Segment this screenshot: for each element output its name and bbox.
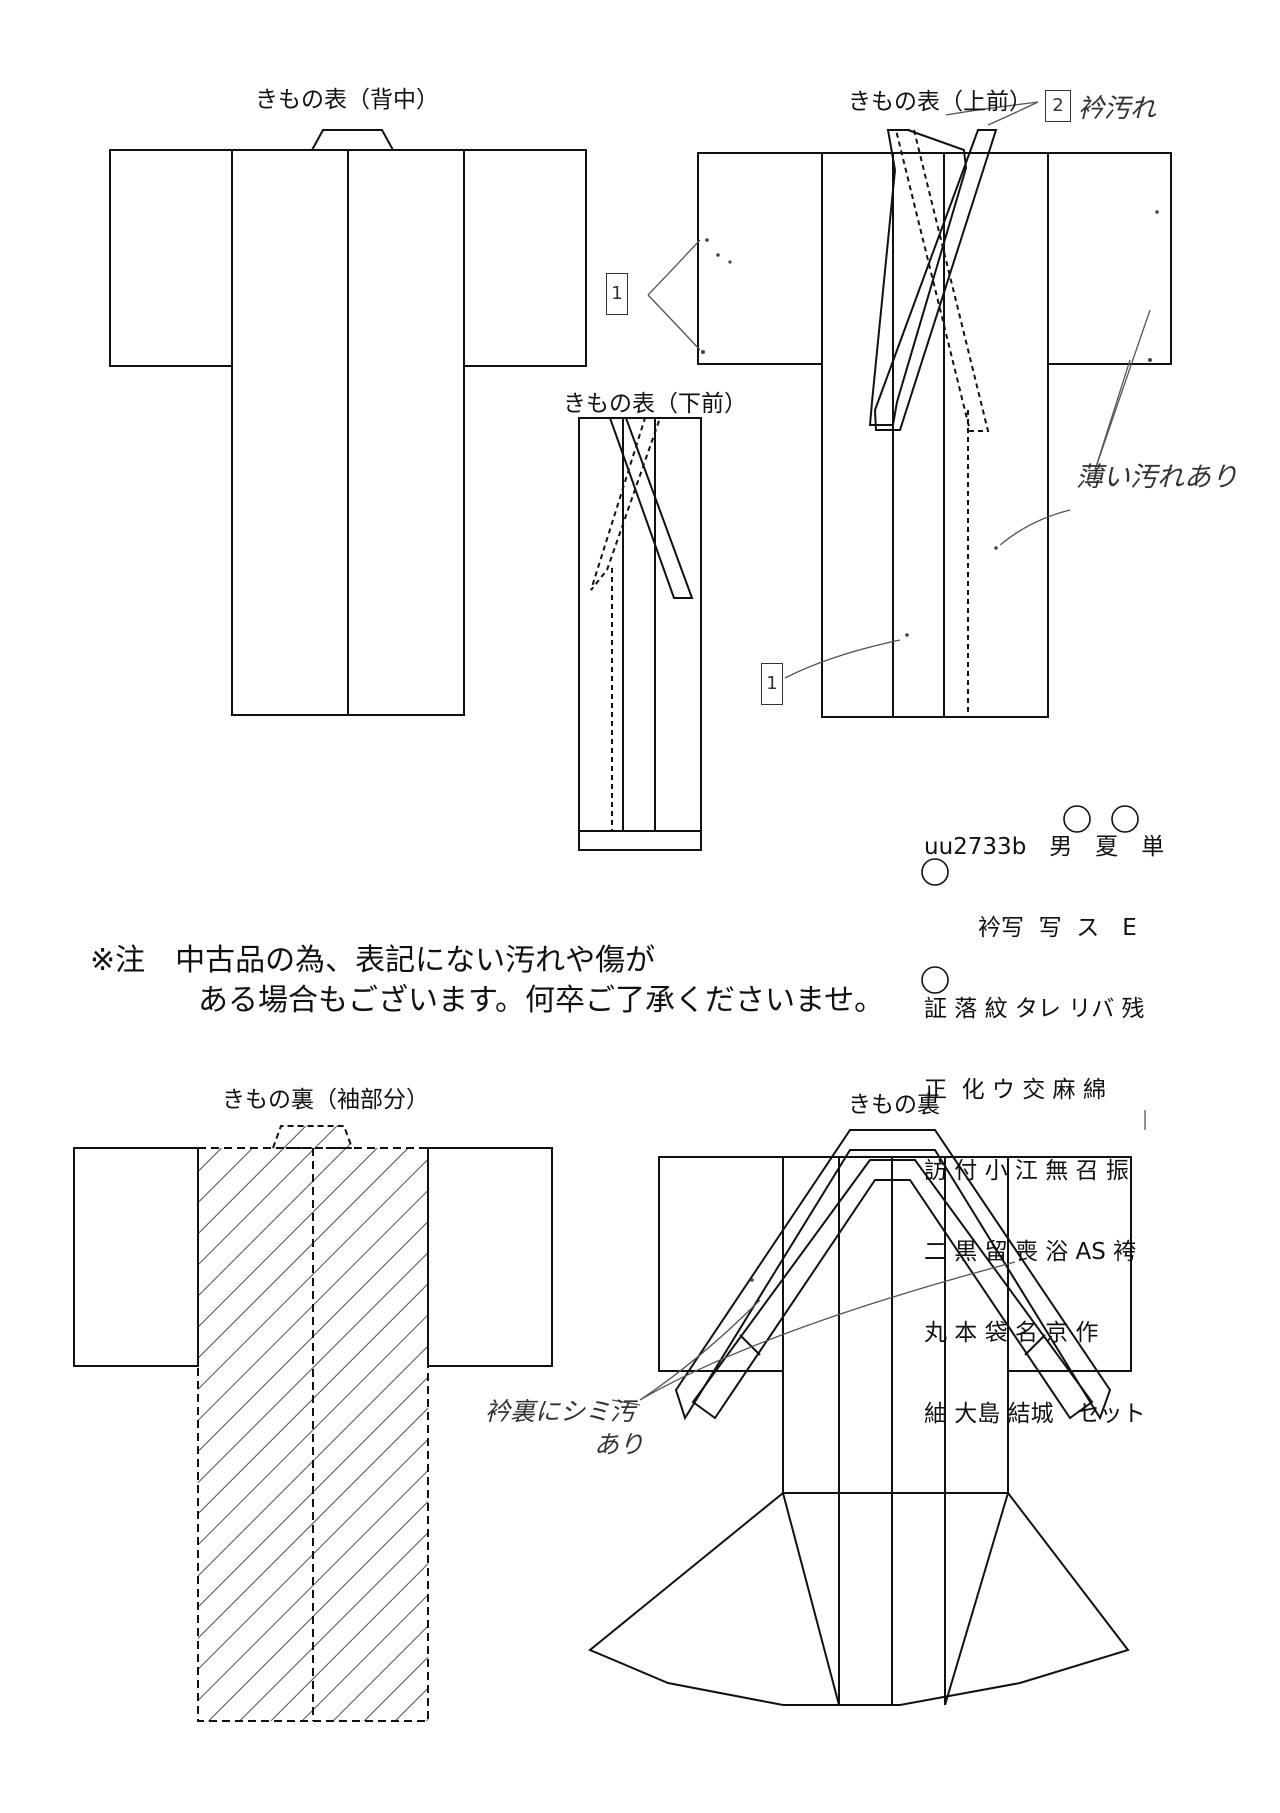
- product-code-line: 丸 本 袋 名 京 作: [924, 1320, 1099, 1346]
- product-code-line: 証 落 紋 タレ リバ 残: [924, 996, 1145, 1022]
- label-front-upper: きもの表（上前）: [848, 89, 1032, 115]
- product-code-line: uu2733b 男 夏 単: [924, 834, 1165, 860]
- annotation-leader-lines: [611, 101, 1151, 1406]
- annotation-box-1a: 1: [606, 273, 628, 315]
- kimono-back-outline: [109, 129, 587, 716]
- product-code-line: 紬 大島 結城 セット: [924, 1401, 1146, 1427]
- annotation-box-1b: 1: [761, 663, 783, 705]
- product-code-block: uu2733b 男 夏 単 衿写 写 ス E 証 落 紋 タレ リバ 残 正 化…: [924, 780, 1164, 1455]
- product-code-line: 二 黒 留 喪 浴 AS 袴: [924, 1239, 1137, 1265]
- label-front-lower: きもの表（下前）: [563, 391, 747, 417]
- kimono-front-upper-outline: [697, 129, 1172, 718]
- label-back: きもの表（背中）: [255, 87, 439, 113]
- annotation-light-stain: 薄い汚れあり: [1076, 462, 1238, 493]
- annotation-inner-collar-stain-line1: 衿裏にシミ汚: [485, 1397, 636, 1426]
- label-inner: きもの裏: [848, 1092, 940, 1118]
- product-code-line: 正 化 ウ 交 麻 綿: [924, 1077, 1106, 1103]
- kimono-inner-sleeve-outline: [73, 1125, 553, 1722]
- kimono-front-lower-outline: [578, 417, 702, 851]
- product-code-line: 衿写 写 ス E: [978, 915, 1137, 941]
- stain-marks: [701, 210, 1159, 1282]
- annotation-collar-stain: 衿汚れ: [1078, 94, 1157, 124]
- kimono-inner-outline: [588, 1129, 1132, 1706]
- notice-line-2: ある場合もございます。何卒ご了承くださいませ。: [198, 983, 885, 1018]
- notice-line-1: ※注 中古品の為、表記にない汚れや傷が: [90, 943, 656, 978]
- annotation-box-2: 2: [1045, 90, 1071, 122]
- annotation-inner-collar-stain-line2: あり: [594, 1430, 645, 1459]
- product-code-line: 訪 付 小 江 無 召 振: [924, 1158, 1129, 1184]
- label-inner-sleeve: きもの裏（袖部分）: [222, 1087, 429, 1113]
